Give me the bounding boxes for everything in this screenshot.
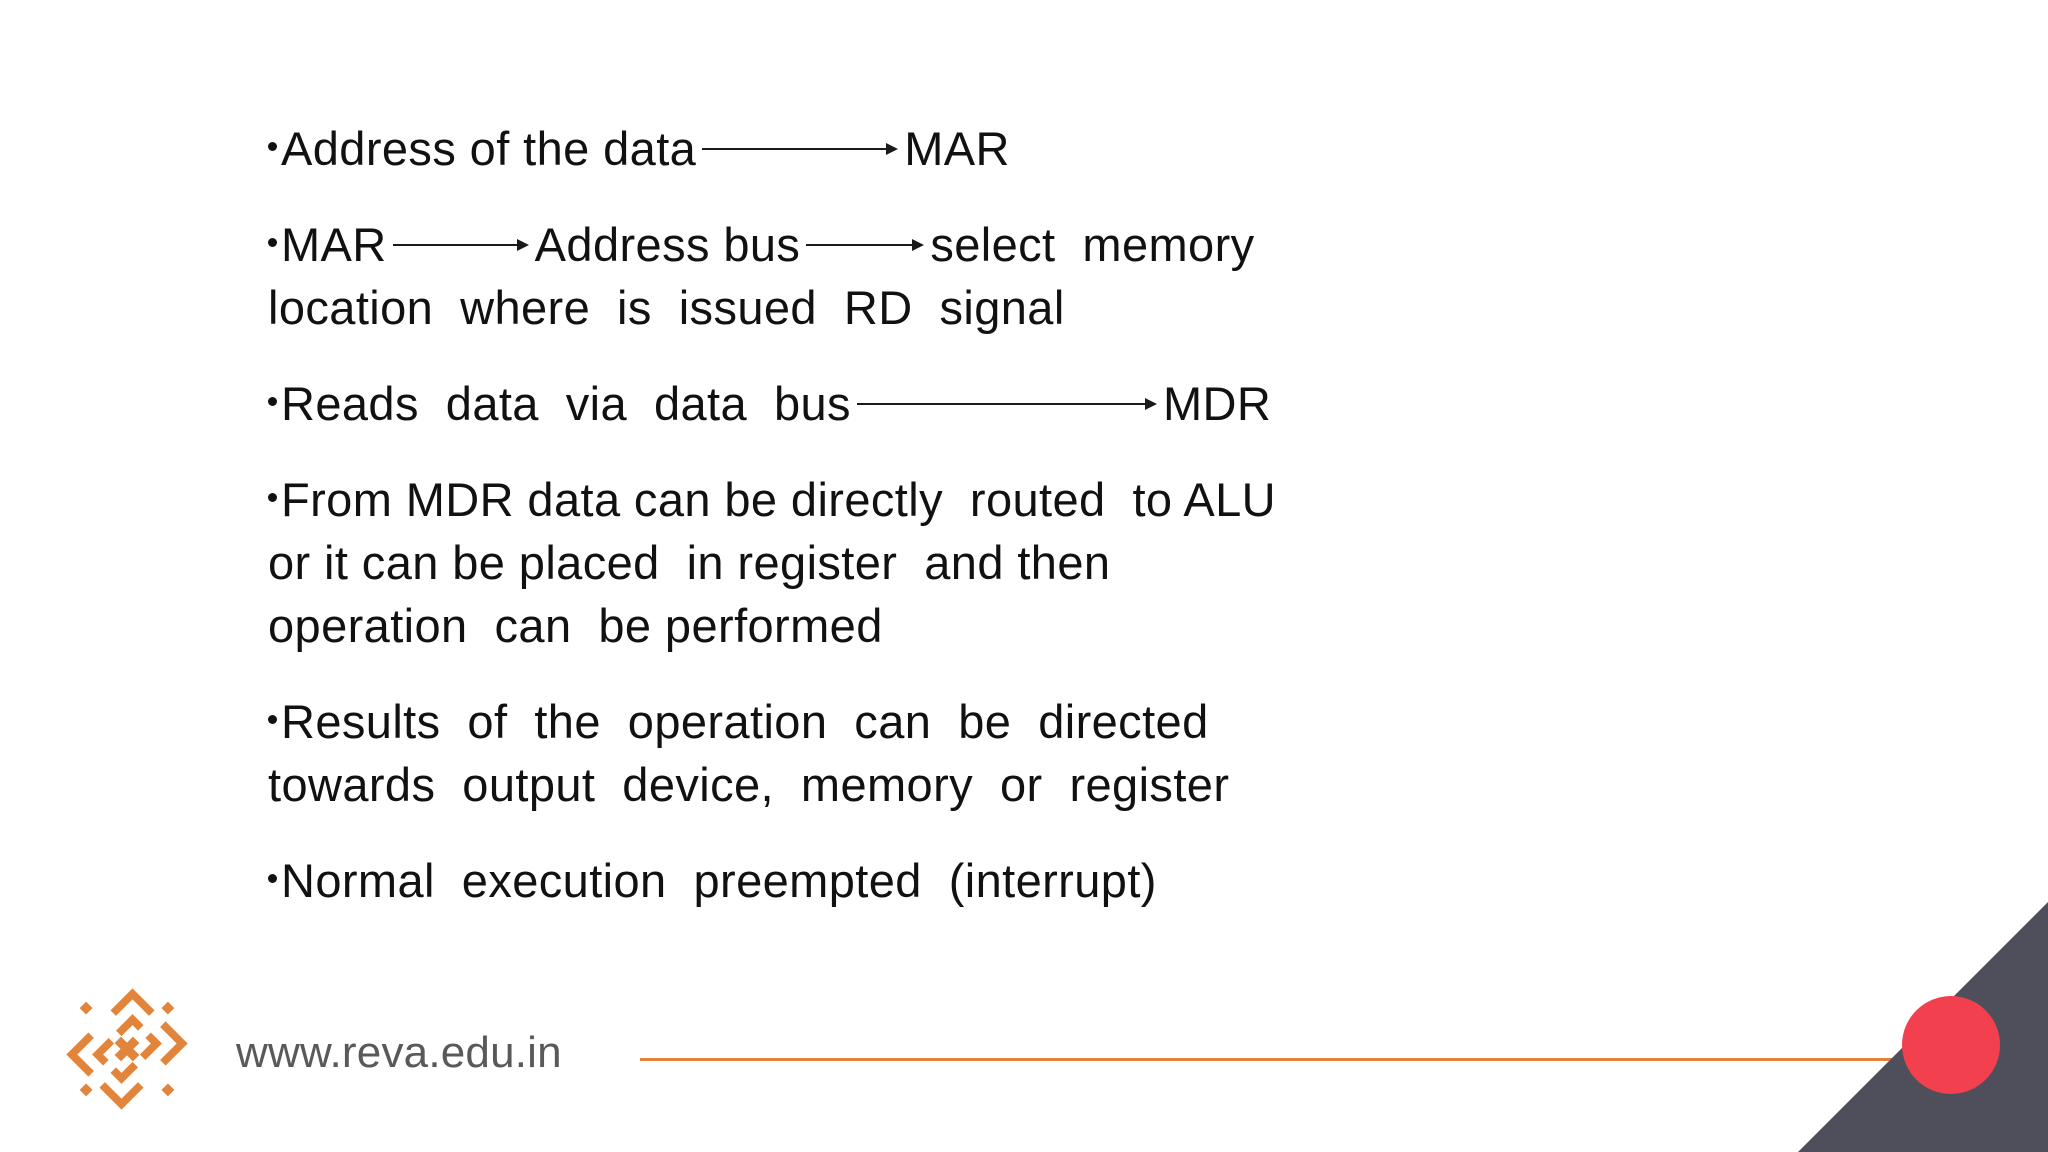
site-url-label: www.reva.edu.in (236, 1028, 562, 1077)
arrow-right-icon (857, 396, 1157, 412)
bullet-mar-address-bus: MAR Address bus select memory location whe… (268, 218, 1748, 335)
bullet-text-segment: towards output device, memory or registe… (268, 758, 1230, 812)
bullet-text-segment: MAR (281, 218, 387, 272)
bullet-dot-icon (268, 714, 277, 724)
corner-circle-decoration (1902, 996, 2000, 1094)
bullet-text-segment: operation can be performed (268, 599, 883, 653)
bullet-text-segment: location where is issued RD signal (268, 281, 1065, 335)
bullet-text-segment: Address of the data (281, 122, 697, 175)
arrow-right-icon (393, 237, 529, 253)
slide-footer: www.reva.edu.in (0, 902, 2048, 1152)
bullet-line: location where is issued RD signal (268, 281, 1748, 335)
bullet-dot-icon (268, 141, 277, 151)
bullet-text-segment: Normal execution preempted (interrupt) (281, 854, 1157, 908)
bullet-line: Results of the operation can be directed (268, 695, 1748, 749)
bullet-line: Reads data via data bus MDR (268, 377, 1748, 431)
bullet-text-segment: MAR (904, 122, 1010, 175)
bullet-reads-data-via-data-bus: Reads data via data bus MDR (268, 377, 1748, 431)
arrow-right-icon (806, 237, 924, 253)
bullet-dot-icon (268, 237, 277, 247)
bullet-normal-execution: Normal execution preempted (interrupt) (268, 854, 1748, 908)
bullet-from-mdr-data: From MDR data can be directly routed to … (268, 473, 1748, 653)
arrow-right-icon (702, 141, 898, 157)
footer-divider-rule (640, 1058, 1942, 1061)
bullet-dot-icon (268, 396, 277, 406)
bullet-text-segment: From MDR data can be directly routed to … (281, 473, 1276, 527)
bullet-text-segment: Address bus (534, 218, 801, 272)
bullet-text-segment: MDR (1162, 377, 1272, 431)
bullet-line: operation can be performed (268, 599, 1748, 653)
bullet-line: Address of the data MAR (268, 122, 1748, 176)
bullet-results-of-operation: Results of the operation can be directed… (268, 695, 1748, 812)
bullet-line: Normal execution preempted (interrupt) (268, 854, 1748, 908)
bullet-line: or it can be placed in register and then (268, 536, 1748, 590)
bullet-text-segment: select memory (930, 218, 1255, 272)
reva-endless-knot-logo-icon (62, 984, 192, 1114)
bullet-dot-icon (268, 492, 277, 502)
bullet-text-segment: Reads data via data bus (281, 377, 851, 431)
bullet-line: From MDR data can be directly routed to … (268, 473, 1748, 527)
bullet-dot-icon (268, 873, 277, 883)
bullet-text-segment: or it can be placed in register and then (268, 536, 1111, 590)
bullet-address-of-data: Address of the data MAR (268, 122, 1748, 176)
bullet-line: towards output device, memory or registe… (268, 758, 1748, 812)
bullet-line: MAR Address bus select memory (268, 218, 1748, 272)
bullet-text-segment: Results of the operation can be directed (281, 695, 1209, 749)
